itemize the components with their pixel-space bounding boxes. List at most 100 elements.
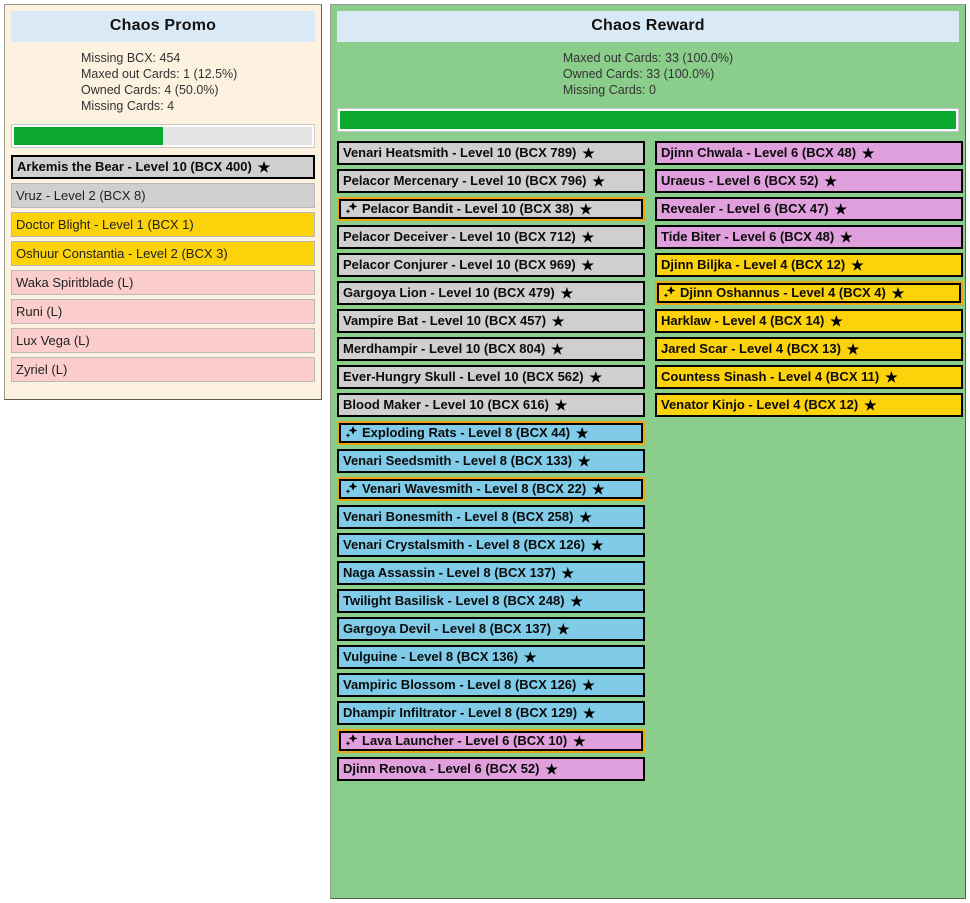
card-row[interactable]: Venari Heatsmith - Level 10 (BCX 789) ★ <box>337 141 645 165</box>
card-row[interactable]: Vulguine - Level 8 (BCX 136) ★ <box>337 645 645 669</box>
card-row[interactable]: Arkemis the Bear - Level 10 (BCX 400) ★ <box>11 155 315 179</box>
card-row[interactable]: Merdhampir - Level 10 (BCX 804) ★ <box>337 337 645 361</box>
card-label: Twilight Basilisk - Level 8 (BCX 248) <box>343 593 565 608</box>
card-row[interactable]: Lava Launcher - Level 6 (BCX 10) ★ <box>337 729 645 753</box>
card-row[interactable]: Venari Seedsmith - Level 8 (BCX 133) ★ <box>337 449 645 473</box>
maxed-star-icon: ★ <box>548 313 565 329</box>
card-label: Lava Launcher - Level 6 (BCX 10) <box>362 733 568 748</box>
maxed-star-icon: ★ <box>578 145 595 161</box>
maxed-star-icon: ★ <box>820 173 837 189</box>
card-label: Pelacor Deceiver - Level 10 (BCX 712) <box>343 229 576 244</box>
card-row[interactable]: Djinn Biljka - Level 4 (BCX 12) ★ <box>655 253 963 277</box>
card-row[interactable]: Naga Assassin - Level 8 (BCX 137) ★ <box>337 561 645 585</box>
maxed-star-icon: ★ <box>253 159 271 175</box>
maxed-star-icon: ★ <box>557 565 575 581</box>
card-row[interactable]: Jared Scar - Level 4 (BCX 13) ★ <box>655 337 963 361</box>
card-label: Countess Sinash - Level 4 (BCX 11) <box>661 369 880 384</box>
card-row[interactable]: Waka Spiritblade (L) <box>11 270 315 295</box>
gold-foil-sparkle-icon <box>663 286 676 298</box>
card-row[interactable]: Doctor Blight - Level 1 (BCX 1) <box>11 212 315 237</box>
card-label: Pelacor Mercenary - Level 10 (BCX 796) <box>343 173 587 188</box>
card-label: Naga Assassin - Level 8 (BCX 137) <box>343 565 556 580</box>
maxed-star-icon: ★ <box>887 285 905 301</box>
maxed-star-icon: ★ <box>575 201 593 217</box>
card-row[interactable]: Twilight Basilisk - Level 8 (BCX 248) ★ <box>337 589 645 613</box>
reward-progress-bar <box>337 108 959 132</box>
card-label: Vruz - Level 2 (BCX 8) <box>16 188 146 203</box>
card-row[interactable]: Uraeus - Level 6 (BCX 52) ★ <box>655 169 963 193</box>
card-label: Venator Kinjo - Level 4 (BCX 12) <box>661 397 859 412</box>
chaos-reward-panel: Chaos Reward Maxed out Cards: 33 (100.0%… <box>330 4 966 899</box>
card-row[interactable]: Djinn Renova - Level 6 (BCX 52) ★ <box>337 757 645 781</box>
card-label: Runi (L) <box>16 304 63 319</box>
maxed-star-icon: ★ <box>585 369 603 385</box>
card-row[interactable]: Venari Wavesmith - Level 8 (BCX 22) ★ <box>337 477 645 501</box>
card-row[interactable]: Revealer - Level 6 (BCX 47) ★ <box>655 197 963 221</box>
card-row[interactable]: Exploding Rats - Level 8 (BCX 44) ★ <box>337 421 645 445</box>
card-label: Venari Seedsmith - Level 8 (BCX 133) <box>343 453 573 468</box>
reward-progress-fill <box>340 111 956 129</box>
reward-stat-maxed-cards: Maxed out Cards: 33 (100.0%) <box>562 51 734 65</box>
card-row[interactable]: Tide Biter - Level 6 (BCX 48) ★ <box>655 225 963 249</box>
card-row[interactable]: Vruz - Level 2 (BCX 8) <box>11 183 315 208</box>
card-row[interactable]: Ever-Hungry Skull - Level 10 (BCX 562) ★ <box>337 365 645 389</box>
gold-foil-sparkle-icon <box>345 482 358 494</box>
card-row[interactable]: Venari Crystalsmith - Level 8 (BCX 126) … <box>337 533 645 557</box>
card-label: Pelacor Bandit - Level 10 (BCX 38) <box>362 201 574 216</box>
reward-panel-title: Chaos Reward <box>337 11 959 42</box>
card-label: Venari Crystalsmith - Level 8 (BCX 126) <box>343 537 586 552</box>
card-row[interactable]: Djinn Oshannus - Level 4 (BCX 4) ★ <box>655 281 963 305</box>
card-row[interactable]: Gargoya Devil - Level 8 (BCX 137) ★ <box>337 617 645 641</box>
gold-foil-sparkle-icon <box>345 426 358 438</box>
card-row[interactable]: Vampire Bat - Level 10 (BCX 457) ★ <box>337 309 645 333</box>
reward-stat-missing-cards: Missing Cards: 0 <box>562 83 656 97</box>
card-row[interactable]: Pelacor Bandit - Level 10 (BCX 38) ★ <box>337 197 645 221</box>
maxed-star-icon: ★ <box>577 257 595 273</box>
maxed-star-icon: ★ <box>588 481 605 497</box>
card-row[interactable]: Lux Vega (L) <box>11 328 315 353</box>
maxed-star-icon: ★ <box>842 341 860 357</box>
card-row[interactable]: Harklaw - Level 4 (BCX 14) ★ <box>655 309 963 333</box>
reward-columns: Venari Heatsmith - Level 10 (BCX 789) ★ P… <box>337 141 963 785</box>
card-label: Zyriel (L) <box>16 362 68 377</box>
card-label: Vampiric Blossom - Level 8 (BCX 126) <box>343 677 577 692</box>
card-row[interactable]: Blood Maker - Level 10 (BCX 616) ★ <box>337 393 645 417</box>
reward-stats: Maxed out Cards: 33 (100.0%) Owned Cards… <box>337 42 959 104</box>
maxed-star-icon: ★ <box>587 537 604 553</box>
card-label: Doctor Blight - Level 1 (BCX 1) <box>16 217 194 232</box>
maxed-star-icon: ★ <box>550 397 568 413</box>
card-label: Vulguine - Level 8 (BCX 136) <box>343 649 519 664</box>
card-row[interactable]: Venator Kinjo - Level 4 (BCX 12) ★ <box>655 393 963 417</box>
chaos-promo-panel: Chaos Promo Missing BCX: 454 Maxed out C… <box>4 4 322 400</box>
card-row[interactable]: Pelacor Deceiver - Level 10 (BCX 712) ★ <box>337 225 645 249</box>
reward-card-list-right: Djinn Chwala - Level 6 (BCX 48) ★ Uraeus … <box>655 141 963 785</box>
card-row[interactable]: Vampiric Blossom - Level 8 (BCX 126) ★ <box>337 673 645 697</box>
card-row[interactable]: Zyriel (L) <box>11 357 315 382</box>
card-label: Merdhampir - Level 10 (BCX 804) <box>343 341 546 356</box>
maxed-star-icon: ★ <box>830 201 848 217</box>
card-label: Gargoya Lion - Level 10 (BCX 479) <box>343 285 555 300</box>
card-row[interactable]: Dhampir Infiltrator - Level 8 (BCX 129) … <box>337 701 645 725</box>
maxed-star-icon: ★ <box>826 313 843 329</box>
maxed-star-icon: ★ <box>577 229 595 245</box>
maxed-star-icon: ★ <box>836 229 853 245</box>
gold-foil-sparkle-icon <box>345 734 358 746</box>
promo-stat-missing-bcx: Missing BCX: 454 <box>81 51 181 65</box>
promo-stats: Missing BCX: 454 Maxed out Cards: 1 (12.… <box>11 42 315 120</box>
promo-stat-missing-cards: Missing Cards: 4 <box>81 99 175 113</box>
card-row[interactable]: Runi (L) <box>11 299 315 324</box>
maxed-star-icon: ★ <box>547 341 564 357</box>
card-row[interactable]: Pelacor Mercenary - Level 10 (BCX 796) ★ <box>337 169 645 193</box>
card-label: Harklaw - Level 4 (BCX 14) <box>661 313 825 328</box>
maxed-star-icon: ★ <box>572 425 589 441</box>
card-row[interactable]: Countess Sinash - Level 4 (BCX 11) ★ <box>655 365 963 389</box>
maxed-star-icon: ★ <box>520 649 537 665</box>
maxed-star-icon: ★ <box>881 369 898 385</box>
card-label: Tide Biter - Level 6 (BCX 48) <box>661 229 835 244</box>
card-label: Vampire Bat - Level 10 (BCX 457) <box>343 313 547 328</box>
card-row[interactable]: Djinn Chwala - Level 6 (BCX 48) ★ <box>655 141 963 165</box>
card-row[interactable]: Venari Bonesmith - Level 8 (BCX 258) ★ <box>337 505 645 529</box>
card-row[interactable]: Oshuur Constantia - Level 2 (BCX 3) <box>11 241 315 266</box>
card-row[interactable]: Gargoya Lion - Level 10 (BCX 479) ★ <box>337 281 645 305</box>
card-row[interactable]: Pelacor Conjurer - Level 10 (BCX 969) ★ <box>337 253 645 277</box>
